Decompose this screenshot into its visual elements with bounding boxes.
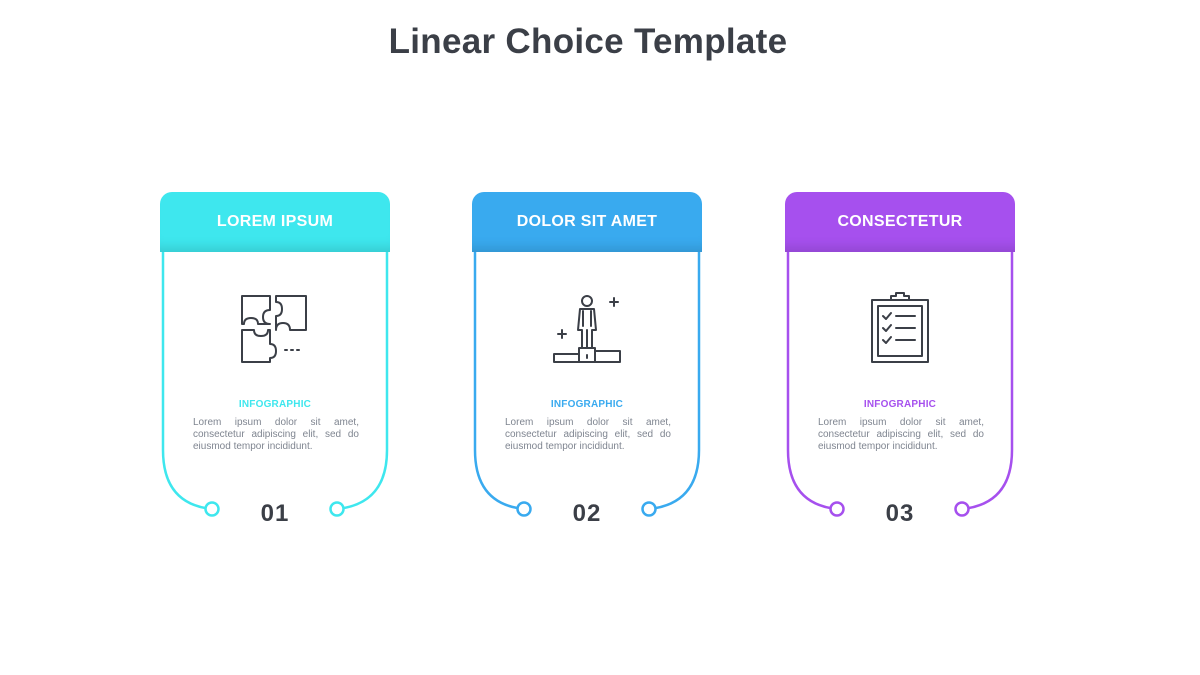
page-title: Linear Choice Template [388,22,788,61]
card-outline [786,250,1014,517]
connector-node-left [204,501,220,517]
person-on-podium-icon [553,295,621,363]
connector-node-left [829,501,845,517]
card-number: 01 [260,500,290,527]
card-label: INFOGRAPHIC [550,399,624,410]
card-heading: CONSECTETUR [785,192,1015,252]
card-label: INFOGRAPHIC [863,399,937,410]
connector-node-left [516,501,532,517]
connector-node-right [329,501,345,517]
card-outline [473,250,701,517]
card-number: 02 [572,500,602,527]
clipboard-checklist-icon [871,292,929,363]
card-label: INFOGRAPHIC [238,399,312,410]
puzzle-icon [241,295,307,363]
card-description: Lorem ipsum dolor sit amet, consectetur … [818,417,984,452]
card-outline [161,250,389,517]
card-description: Lorem ipsum dolor sit amet, consectetur … [505,417,671,452]
card-number: 03 [885,500,915,527]
option-card-2: DOLOR SIT AMET INFOGRAPHIC Lorem ipsum d… [472,192,702,552]
connector-node-right [641,501,657,517]
card-heading: DOLOR SIT AMET [472,192,702,252]
card-heading: LOREM IPSUM [160,192,390,252]
connector-node-right [954,501,970,517]
card-description: Lorem ipsum dolor sit amet, consectetur … [193,417,359,452]
option-card-1: LOREM IPSUM INFOGRAPHIC Lorem ipsum dolo… [160,192,390,552]
option-card-3: CONSECTETUR INFOGRAPHIC Lorem ipsum dolo… [785,192,1015,552]
